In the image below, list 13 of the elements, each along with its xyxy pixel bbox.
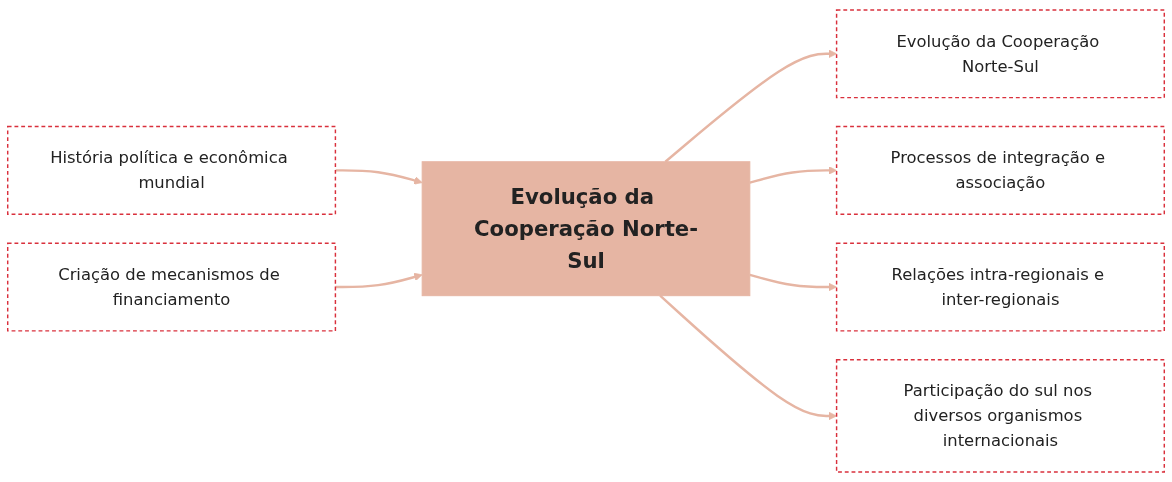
arrow: [664, 49, 837, 163]
arrow: [335, 272, 423, 289]
arrow: [335, 169, 423, 185]
arrow: [749, 273, 837, 292]
node-box: Evolução da Cooperação Norte-Sul: [421, 161, 751, 297]
node-box: Criação de mecanismos de financiamento: [7, 242, 337, 332]
node-box: Evolução da Cooperação Norte-Sul: [835, 9, 1165, 99]
arrow: [749, 166, 837, 184]
arrow: [659, 294, 837, 421]
node-box: Participação do sul nos diversos organismos internacionais: [835, 359, 1165, 473]
node-box: História política e econômica mundial: [7, 125, 337, 215]
node-box: Relações intra-regionais e inter-regionais: [835, 242, 1165, 332]
node-box: Processos de integração e associação: [835, 125, 1165, 215]
